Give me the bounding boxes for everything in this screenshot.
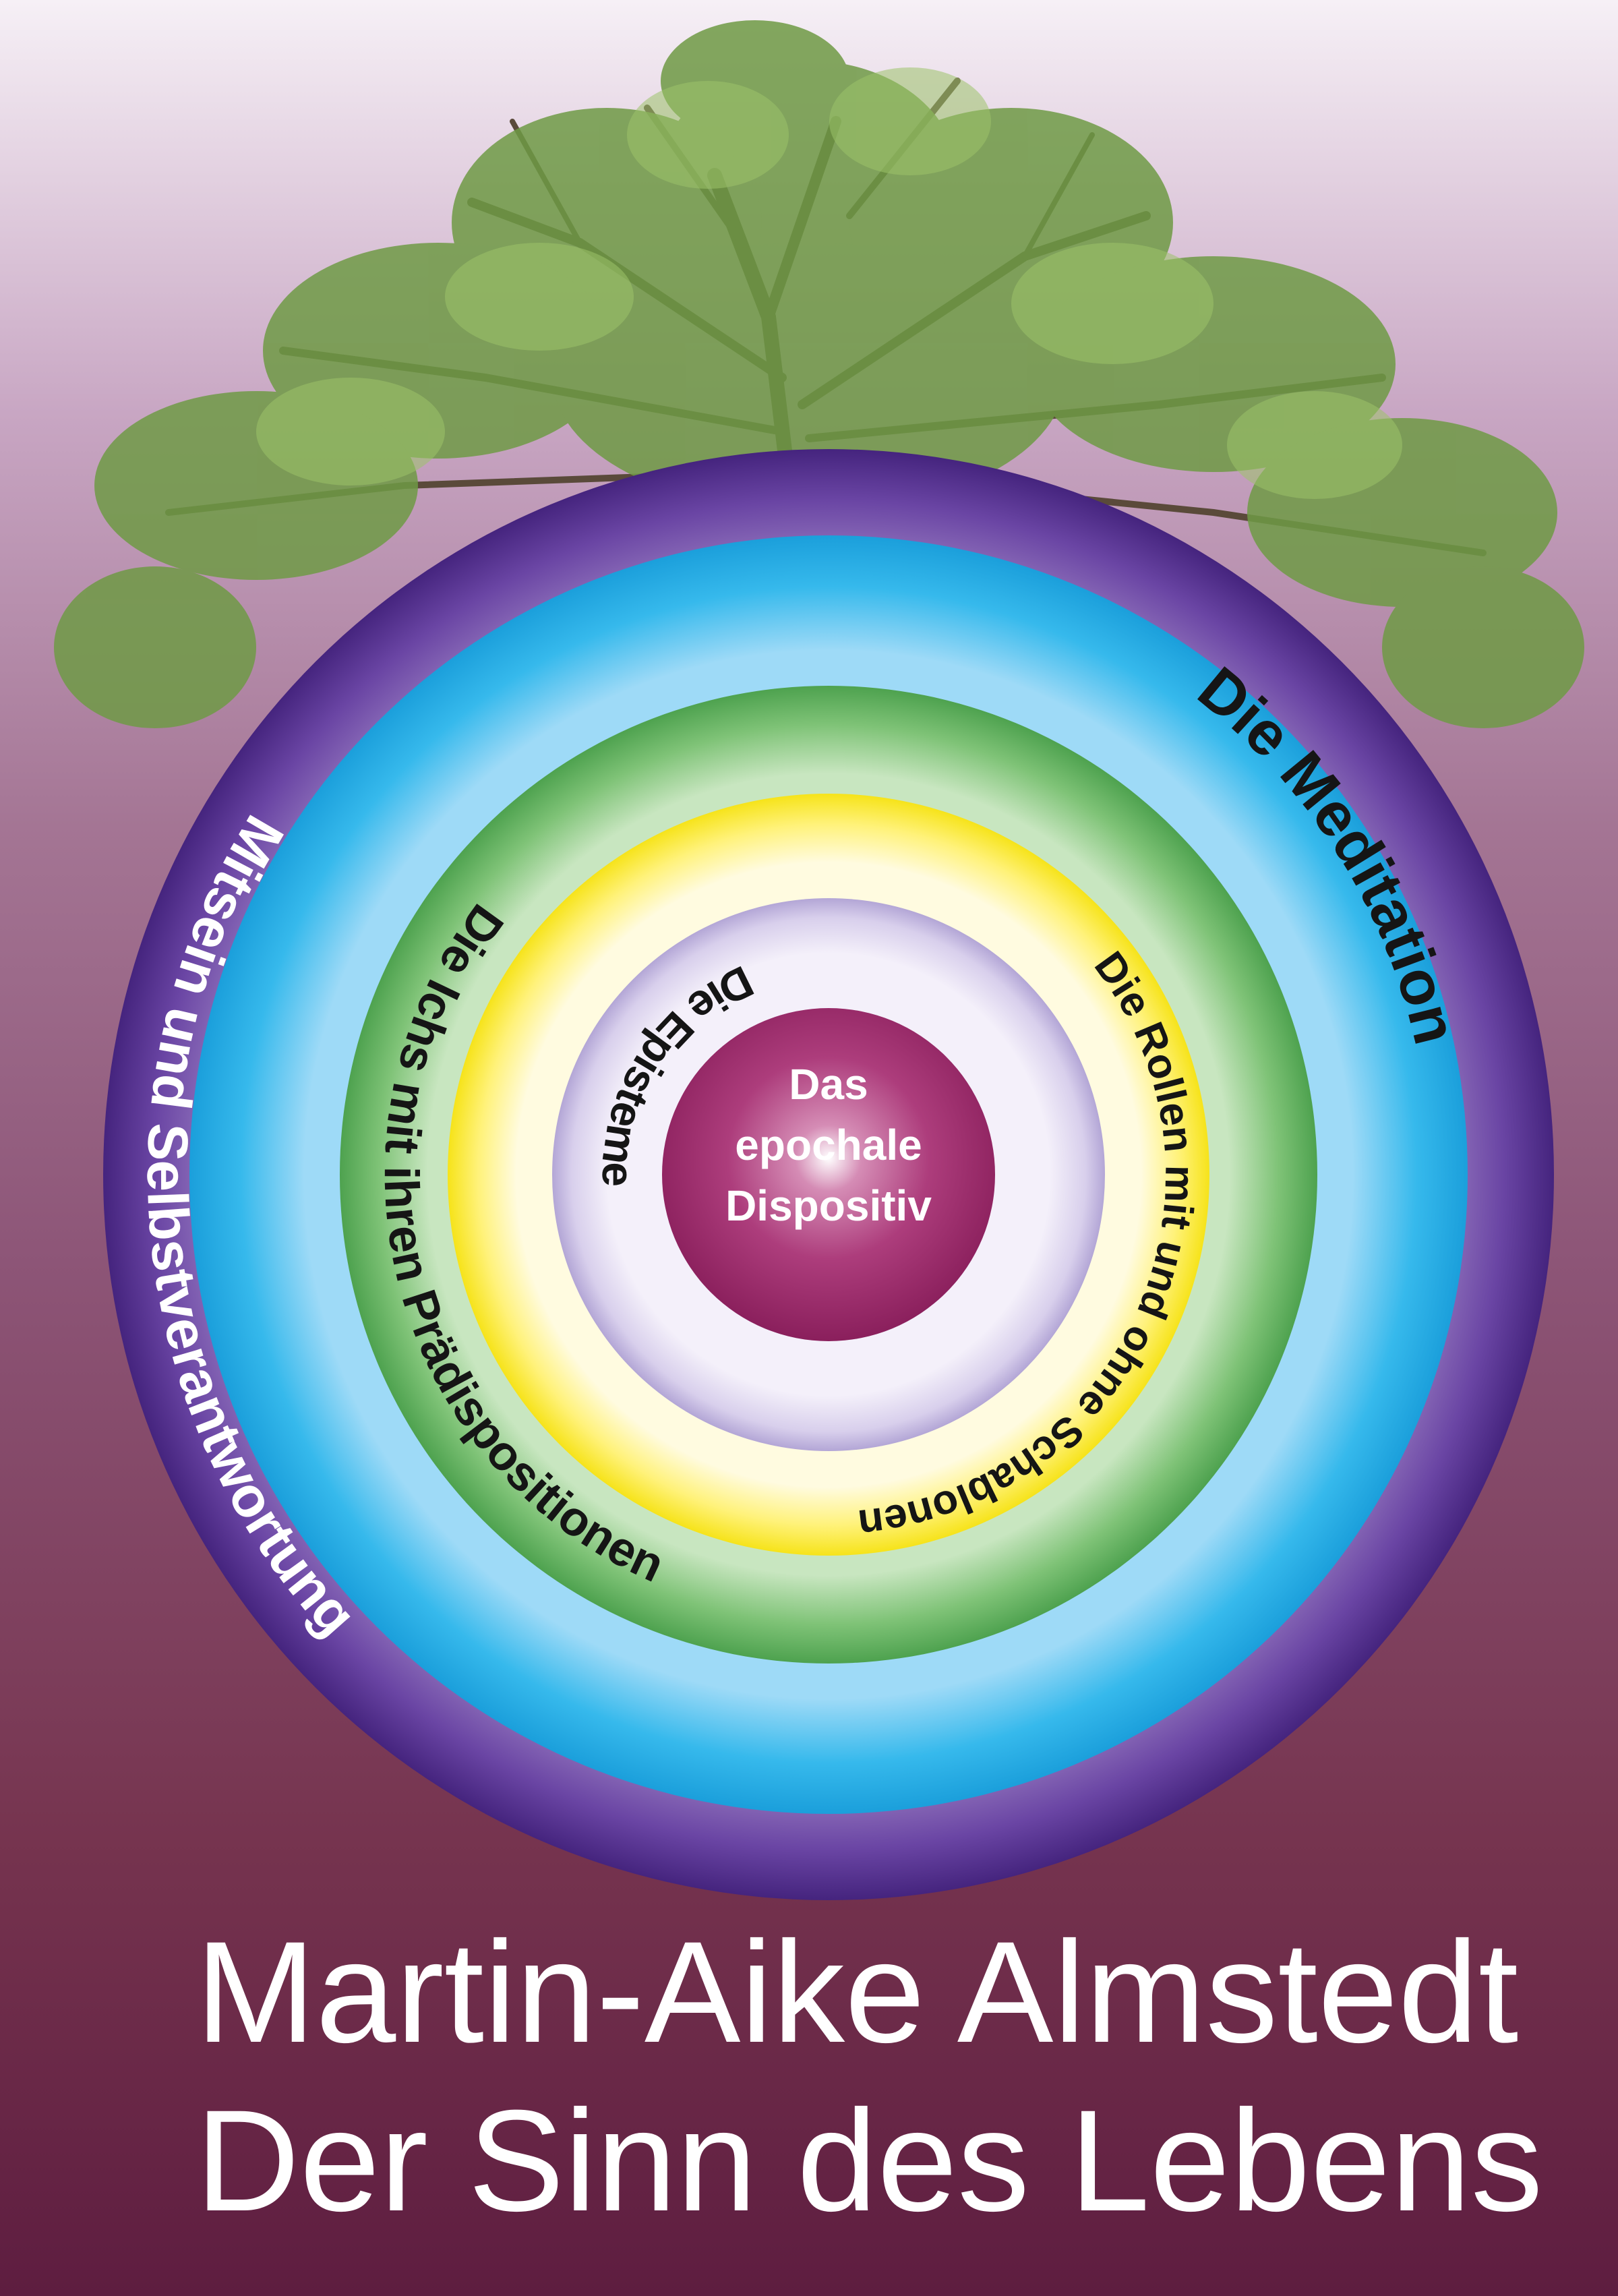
center-label: Das epochale Dispositiv [725,1060,932,1230]
center-disc [662,1008,995,1341]
concentric-rings [103,449,1554,1900]
cover-text: Martin-Aike Almstedt Der Sinn des Lebens [196,1908,1557,2245]
tree-icon [54,20,1584,728]
center-line-1: Das [789,1060,868,1109]
center-line-3: Dispositiv [725,1181,932,1230]
center-line-2: epochale [735,1121,922,1169]
book-title: Der Sinn des Lebens [196,2080,1543,2241]
author-name: Martin-Aike Almstedt [196,1912,1519,2073]
